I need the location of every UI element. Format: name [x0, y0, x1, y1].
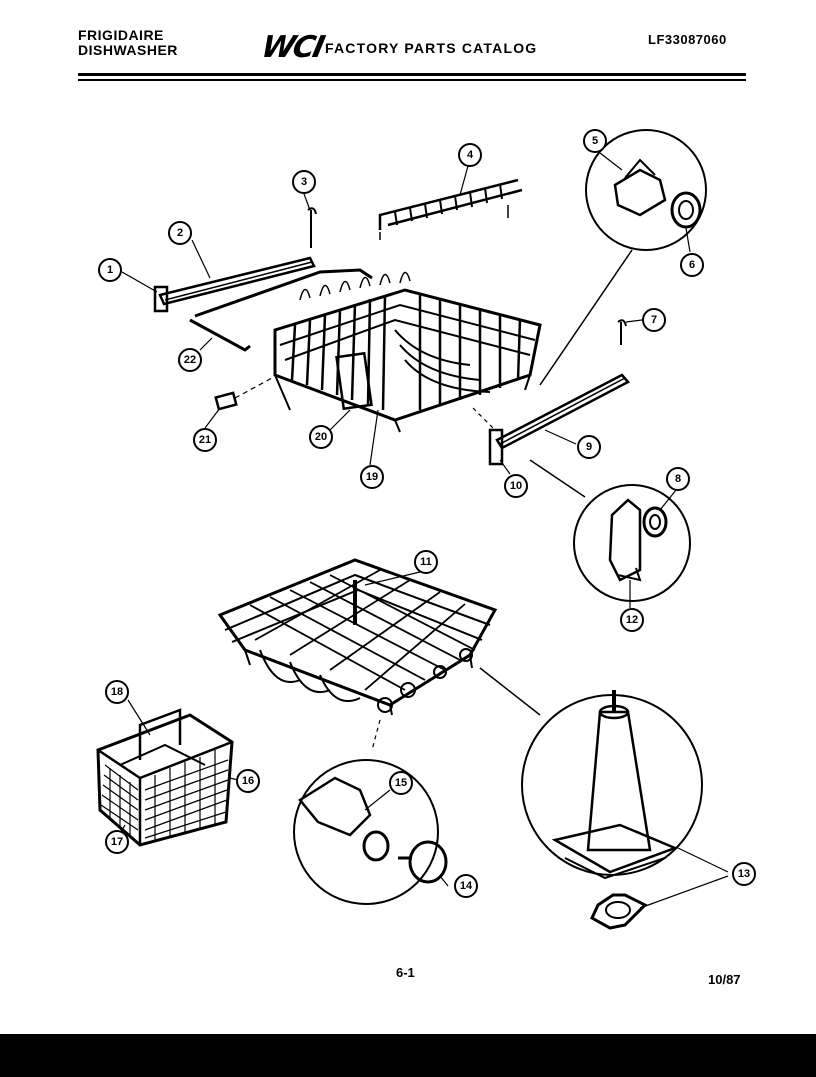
callout-label-13: 13 — [738, 868, 750, 880]
callout-21 — [193, 428, 217, 452]
callout-8 — [666, 467, 690, 491]
callout-2 — [168, 221, 192, 245]
tine-row-4 — [378, 178, 523, 240]
callout-6 — [680, 253, 704, 277]
callout-11 — [414, 550, 438, 574]
clip-7 — [617, 319, 627, 345]
detail-circle-wheel — [293, 759, 448, 905]
water-tube — [189, 268, 373, 352]
callout-label-9: 9 — [586, 441, 592, 453]
brand-block: FRIGIDAIRE DISHWASHER — [78, 28, 178, 58]
catalog-title: FACTORY PARTS CATALOG — [325, 40, 538, 56]
callout-17 — [105, 830, 129, 854]
rack-rail-left — [153, 256, 316, 313]
callout-label-21: 21 — [199, 434, 211, 446]
callout-label-8: 8 — [675, 473, 681, 485]
callout-3 — [292, 170, 316, 194]
scan-border — [0, 1034, 816, 1077]
detail-circle-spray-arm-hub — [479, 667, 703, 930]
callout-label-4: 4 — [467, 149, 474, 161]
callout-label-16: 16 — [242, 775, 254, 787]
header-rule — [78, 73, 746, 76]
detail-circle-roller — [539, 129, 707, 386]
callout-label-10: 10 — [510, 480, 522, 492]
callout-label-5: 5 — [592, 135, 598, 147]
rack-rail-right — [472, 373, 630, 466]
callout-18 — [105, 680, 129, 704]
callout-label-22: 22 — [184, 354, 196, 366]
page-number: 6-1 — [396, 965, 415, 980]
callout-14 — [454, 874, 478, 898]
callout-13 — [732, 862, 756, 886]
callout-label-20: 20 — [315, 431, 327, 443]
callout-label-2: 2 — [177, 227, 183, 239]
callout-12 — [620, 608, 644, 632]
silverware-basket — [96, 708, 234, 847]
callout-label-1: 1 — [107, 264, 113, 276]
callout-label-17: 17 — [111, 836, 123, 848]
callout-9 — [577, 435, 601, 459]
clip-3 — [307, 207, 317, 248]
upper-rack — [273, 271, 542, 433]
callout-22 — [178, 348, 202, 372]
callout-15 — [389, 771, 413, 795]
detail-circle-bracket — [529, 459, 691, 602]
callout-label-15: 15 — [395, 777, 407, 789]
catalog-date: 10/87 — [708, 972, 741, 987]
callout-20 — [309, 425, 333, 449]
product-type: DISHWASHER — [78, 42, 178, 58]
part-21 — [214, 391, 238, 411]
brand-name: FRIGIDAIRE — [78, 27, 164, 43]
callout-label-11: 11 — [420, 556, 432, 568]
model-number: LF33087060 — [648, 32, 727, 47]
callout-7 — [642, 308, 666, 332]
callout-label-14: 14 — [460, 880, 473, 892]
callout-16 — [236, 769, 260, 793]
callout-label-19: 19 — [366, 471, 378, 483]
callout-5 — [583, 129, 607, 153]
callout-label-12: 12 — [626, 614, 638, 626]
callout-10 — [504, 474, 528, 498]
header-rule-thin — [78, 79, 746, 81]
callout-label-6: 6 — [689, 259, 695, 271]
callout-label-18: 18 — [111, 686, 123, 698]
callout-label-3: 3 — [301, 176, 307, 188]
callout-4 — [458, 143, 482, 167]
lower-rack — [217, 558, 498, 751]
callout-label-7: 7 — [651, 314, 657, 326]
callout-1 — [98, 258, 122, 282]
callout-19 — [360, 465, 384, 489]
